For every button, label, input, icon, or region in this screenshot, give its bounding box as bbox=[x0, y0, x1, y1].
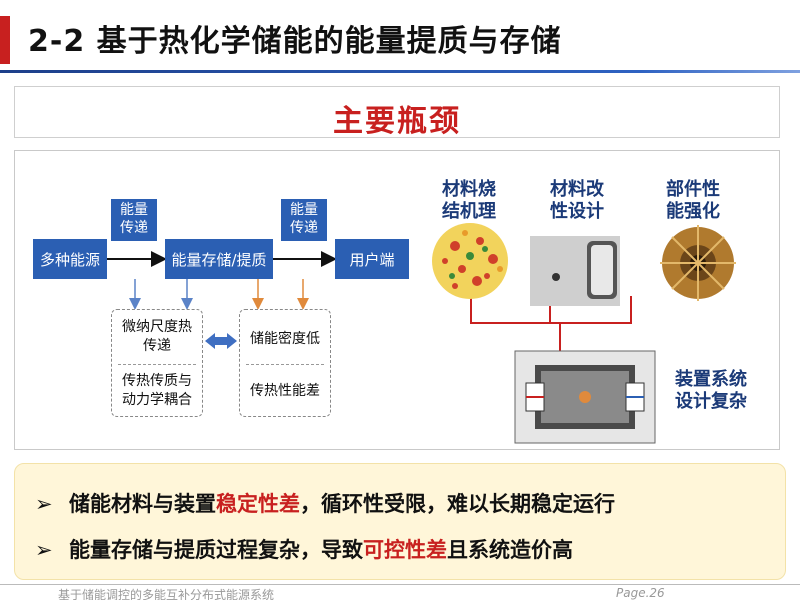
component-image bbox=[660, 225, 736, 301]
problem-bottom: 传热性能差 bbox=[250, 383, 320, 399]
mechanism-box: 微纳尺度热 传递 传热传质与 动力学耦合 bbox=[111, 309, 203, 417]
node-source: 多种能源 bbox=[33, 239, 107, 279]
mechanism-top: 微纳尺度热 传递 bbox=[112, 318, 202, 356]
caption-material-sintering: 材料烧 结机理 bbox=[433, 179, 505, 223]
transfer-label-1: 能量 传递 bbox=[111, 199, 157, 241]
caption-system-line1: 装置系统 bbox=[675, 369, 747, 390]
footer-divider bbox=[0, 584, 800, 585]
bullet-2-highlight: 可控性差 bbox=[363, 538, 447, 562]
caption-component: 部件性 能强化 bbox=[657, 179, 729, 223]
caption-system-line2: 设计复杂 bbox=[675, 391, 747, 412]
transfer-label-2-line1: 能量 bbox=[290, 202, 318, 218]
problem-top: 储能密度低 bbox=[250, 331, 320, 347]
caption-material-sintering-line1: 材料烧 bbox=[442, 179, 496, 200]
caption-system: 装置系统 设计复杂 bbox=[663, 369, 759, 413]
title-underline bbox=[0, 70, 800, 73]
bullet-item-1: ➢ 储能材料与装置稳定性差，循环性受限，难以长期稳定运行 bbox=[35, 488, 615, 518]
caption-material-modification: 材料改 性设计 bbox=[541, 179, 613, 223]
diagram-connectors bbox=[107, 223, 736, 444]
problem-box: 储能密度低 传热性能差 bbox=[239, 309, 331, 417]
bullet-arrow-icon: ➢ bbox=[35, 538, 53, 562]
node-user: 用户端 bbox=[335, 239, 409, 279]
mechanism-bottom-line1: 传热传质与 bbox=[122, 373, 192, 389]
double-arrow bbox=[205, 333, 237, 349]
transfer-label-2-line2: 传递 bbox=[290, 220, 318, 236]
modification-image bbox=[530, 236, 620, 306]
reactor-image bbox=[514, 350, 656, 444]
title-bar: 2-2 基于热化学储能的能量提质与存储 bbox=[0, 0, 800, 80]
heading-text: 主要瓶颈 bbox=[333, 104, 461, 139]
mechanism-top-line2: 传递 bbox=[143, 338, 171, 354]
transfer-label-1-line1: 能量 bbox=[120, 202, 148, 218]
transfer-label-2: 能量 传递 bbox=[281, 199, 327, 241]
caption-material-sintering-line2: 结机理 bbox=[442, 201, 496, 222]
mechanism-top-line1: 微纳尺度热 bbox=[122, 319, 192, 335]
caption-material-modification-line1: 材料改 bbox=[550, 179, 604, 200]
footer-project-name: 基于储能调控的多能互补分布式能源系统 bbox=[58, 588, 275, 600]
mechanism-divider bbox=[118, 364, 196, 365]
bullet-item-2: ➢ 能量存储与提质过程复杂，导致可控性差且系统造价高 bbox=[35, 534, 573, 564]
problem-divider bbox=[246, 364, 324, 365]
node-storage: 能量存储/提质 bbox=[165, 239, 273, 279]
bottleneck-diagram: 多种能源 能量存储/提质 用户端 能量 传递 能量 传递 微纳尺度热 传递 传热… bbox=[14, 150, 780, 450]
mechanism-bottom: 传热传质与 动力学耦合 bbox=[112, 372, 202, 410]
bullet-2-pre: 能量存储与提质过程复杂，导致 bbox=[69, 538, 363, 562]
bullet-2-post: 且系统造价高 bbox=[447, 538, 573, 562]
footer-page-number: Page.26 bbox=[616, 586, 665, 600]
sintering-image bbox=[432, 223, 508, 299]
caption-material-modification-line2: 性设计 bbox=[550, 201, 604, 222]
caption-component-line1: 部件性 bbox=[666, 179, 720, 200]
caption-component-line2: 能强化 bbox=[666, 201, 720, 222]
bullet-1-post: ，循环性受限，难以长期稳定运行 bbox=[300, 492, 615, 516]
bullet-1-highlight: 稳定性差 bbox=[216, 492, 300, 516]
bullet-1-pre: 储能材料与装置 bbox=[69, 492, 216, 516]
bullet-panel: ➢ 储能材料与装置稳定性差，循环性受限，难以长期稳定运行 ➢ 能量存储与提质过程复杂… bbox=[14, 463, 786, 580]
title-accent-bar bbox=[0, 16, 10, 64]
transfer-label-1-line2: 传递 bbox=[120, 220, 148, 236]
bullet-arrow-icon: ➢ bbox=[35, 492, 53, 516]
heading-box: 主要瓶颈 bbox=[14, 86, 780, 139]
page-title: 2-2 基于热化学储能的能量提质与存储 bbox=[28, 24, 562, 59]
mechanism-bottom-line2: 动力学耦合 bbox=[122, 392, 192, 408]
